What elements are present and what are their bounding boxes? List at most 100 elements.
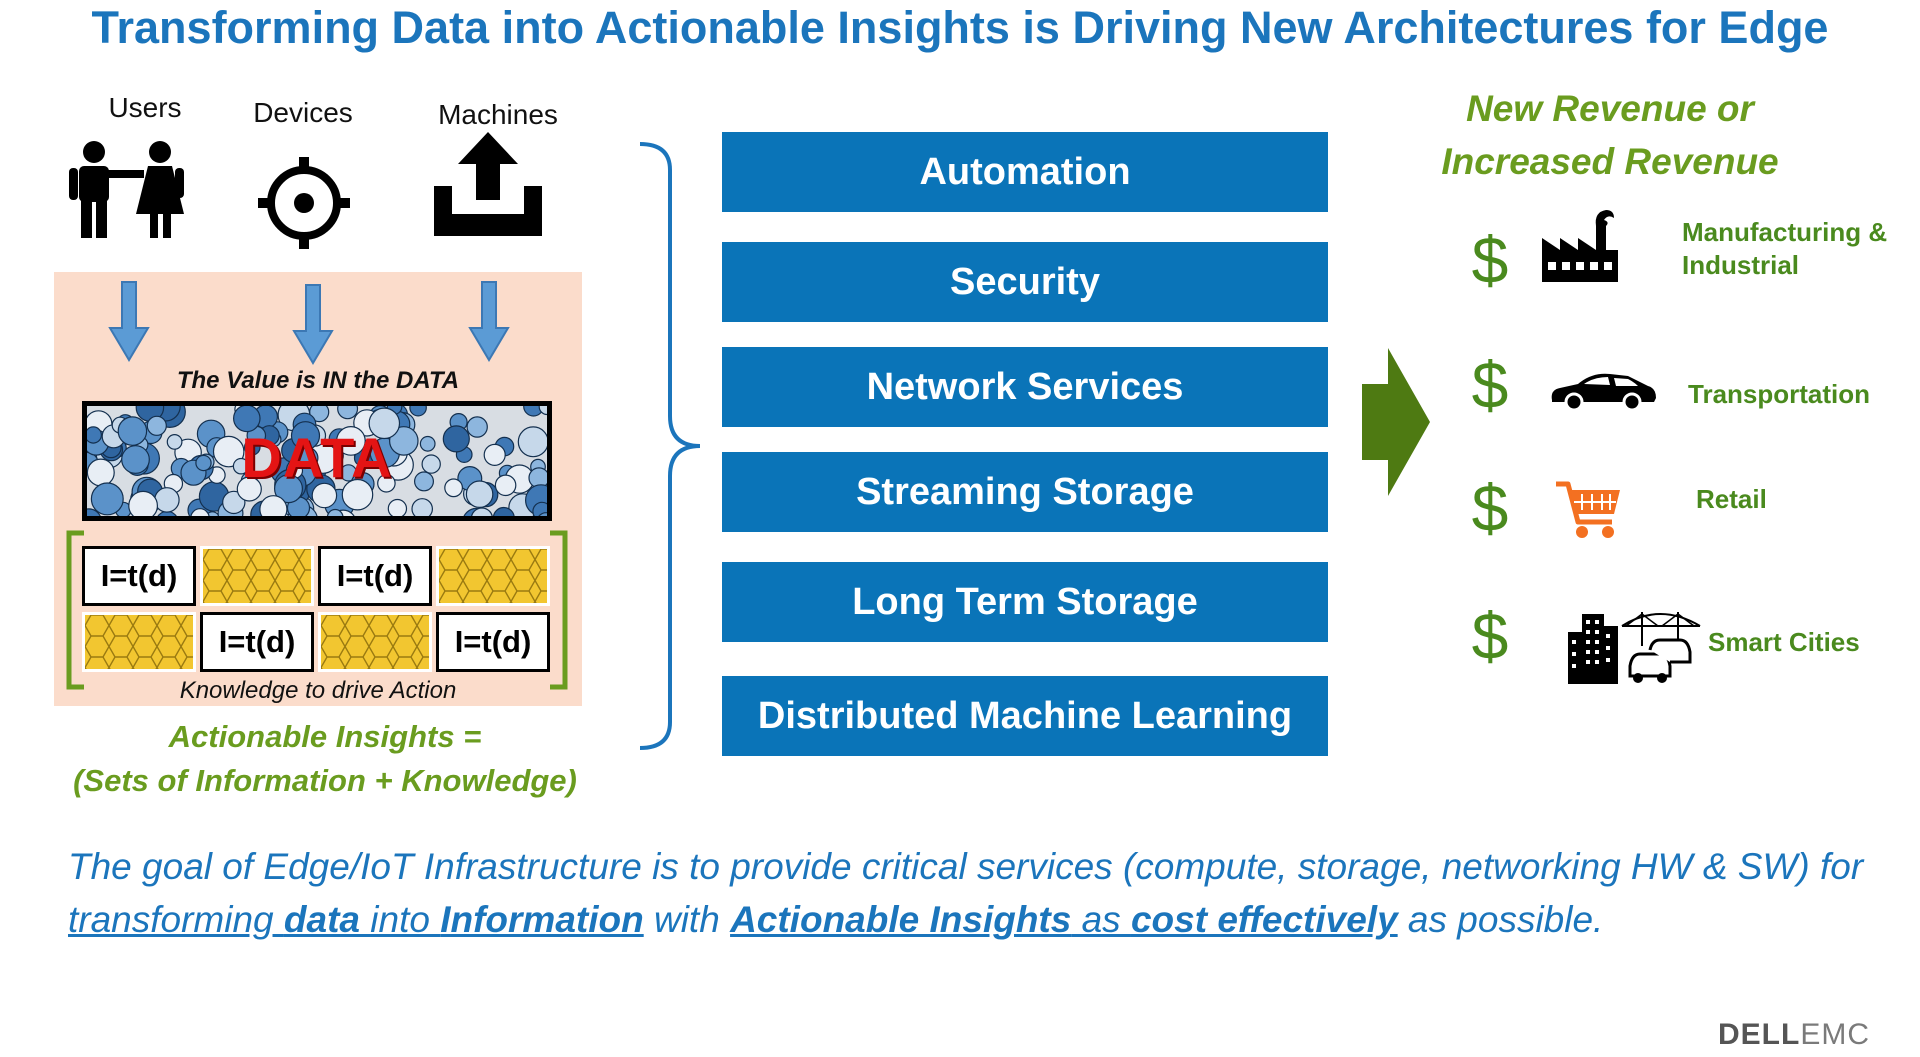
data-bubble: [538, 512, 547, 516]
formula-cell: I=t(d): [318, 546, 432, 606]
machines-label: Machines: [438, 99, 558, 130]
upload-icon: [434, 132, 542, 236]
data-bubble: [87, 508, 101, 516]
devices-label: Devices: [253, 97, 353, 128]
data-bubble: [538, 406, 547, 416]
data-bubble: [387, 498, 408, 516]
data-bubble: [87, 426, 102, 444]
goal-information: Information: [440, 899, 644, 940]
industry-transportation: Transportation: [1688, 379, 1871, 409]
data-bubble: [166, 434, 183, 450]
hexagon-tile: [82, 612, 196, 672]
data-bubble: [421, 454, 441, 474]
data-bubble: [388, 426, 419, 456]
industry-retail: Retail: [1696, 484, 1767, 514]
data-bubble: [121, 445, 150, 474]
data-bubble: [494, 474, 517, 497]
data-bubble: [444, 478, 464, 498]
formula-cell: I=t(d): [82, 546, 196, 606]
goal-cost-effectively: cost effectively: [1130, 899, 1398, 940]
data-bubble: [339, 464, 358, 482]
revenue-heading: New Revenue or Increased Revenue: [1390, 82, 1830, 188]
actionable-line-2: (Sets of Information + Knowledge): [73, 763, 577, 798]
actionable-line-1: Actionable Insights =: [168, 719, 482, 754]
goal-into: into: [360, 899, 441, 940]
data-bubble: [368, 407, 401, 440]
service-distributed-machine-learning: Distributed Machine Learning: [722, 676, 1328, 756]
data-box: [82, 401, 552, 521]
data-bubble: [259, 495, 288, 516]
service-network-services: Network Services: [722, 347, 1328, 427]
industry-label-line-2: Industrial: [1682, 250, 1800, 280]
formula-cell: I=t(d): [200, 612, 314, 672]
factory-icon: [1542, 210, 1618, 282]
data-bubble: [195, 454, 212, 472]
data-bubble: [419, 435, 436, 452]
data-label: DATA: [241, 426, 393, 489]
goal-data: data: [283, 899, 360, 940]
dollar-sign: $: [1471, 348, 1509, 422]
data-bubble: [117, 416, 148, 446]
data-bubble: [326, 508, 344, 516]
data-bubbles: [87, 406, 547, 516]
data-bubble: [128, 490, 158, 516]
data-bubble: [466, 416, 488, 438]
data-bubble: [377, 474, 396, 493]
goal-actionable-insights: Actionable Insights: [730, 899, 1072, 940]
users-icon: [69, 141, 184, 238]
industry-manufacturing: Manufacturing & Industrial: [1682, 216, 1887, 282]
data-bubble: [517, 426, 547, 458]
goal-underlined-1: transforming data into Information: [68, 899, 644, 940]
goal-underlined-2: Actionable Insights as cost effectively: [730, 899, 1398, 940]
industry-smart-cities: Smart Cities: [1708, 627, 1860, 657]
data-bubble: [471, 507, 493, 516]
data-bubble: [341, 478, 374, 511]
data-bubble: [296, 446, 319, 469]
right-bracket: [550, 530, 568, 690]
formula-cell: I=t(d): [436, 612, 550, 672]
hexagon-tile: [200, 546, 314, 606]
revenue-line-2: Increased Revenue: [1441, 141, 1779, 182]
dollar-sign: $: [1471, 471, 1509, 545]
goal-part-2: with: [643, 899, 731, 940]
knowledge-caption: Knowledge to drive Action: [179, 677, 457, 704]
hexagon-tile: [318, 612, 432, 672]
data-bubble: [337, 406, 359, 420]
data-bubble: [222, 490, 246, 515]
goal-statement: The goal of Edge/IoT Infrastructure is t…: [68, 840, 1888, 946]
dollar-sign: $: [1471, 223, 1509, 297]
curly-brace: [639, 142, 701, 750]
service-automation: Automation: [722, 132, 1328, 212]
service-security: Security: [722, 242, 1328, 322]
data-bubble: [414, 471, 435, 492]
data-bubble: [335, 426, 366, 456]
logo-dell: DELL: [1718, 1018, 1801, 1051]
device-gear-icon: [258, 157, 350, 249]
actionable-insights-text: Actionable Insights = (Sets of Informati…: [40, 715, 610, 803]
data-bubble: [90, 482, 124, 516]
data-bubble: [411, 498, 433, 516]
down-arrow-icon: [108, 281, 150, 362]
shopping-cart-icon: [1556, 481, 1620, 538]
service-streaming-storage: Streaming Storage: [722, 452, 1328, 532]
data-bubble: [465, 480, 494, 508]
city-icon: [1568, 612, 1701, 684]
data-bubble: [154, 487, 180, 513]
down-arrow-icon: [292, 284, 334, 365]
revenue-line-1: New Revenue or: [1466, 88, 1754, 129]
logo-emc: EMC: [1800, 1018, 1870, 1051]
data-bubble: [311, 482, 338, 509]
goal-transforming: transforming: [68, 899, 284, 940]
data-bubble: [442, 425, 470, 453]
service-long-term-storage: Long Term Storage: [722, 562, 1328, 642]
dollar-sign: $: [1471, 599, 1509, 673]
page-title: Transforming Data into Actionable Insigh…: [91, 2, 1829, 53]
data-bubble: [483, 443, 506, 467]
data-bubble: [190, 508, 210, 516]
goal-as: as: [1071, 899, 1131, 940]
data-bubble: [236, 476, 262, 502]
goal-part-1: The goal of Edge/IoT Infrastructure is t…: [68, 846, 1864, 887]
left-bracket: [66, 530, 84, 690]
data-bubble: [233, 406, 261, 433]
data-bubble: [409, 406, 427, 417]
